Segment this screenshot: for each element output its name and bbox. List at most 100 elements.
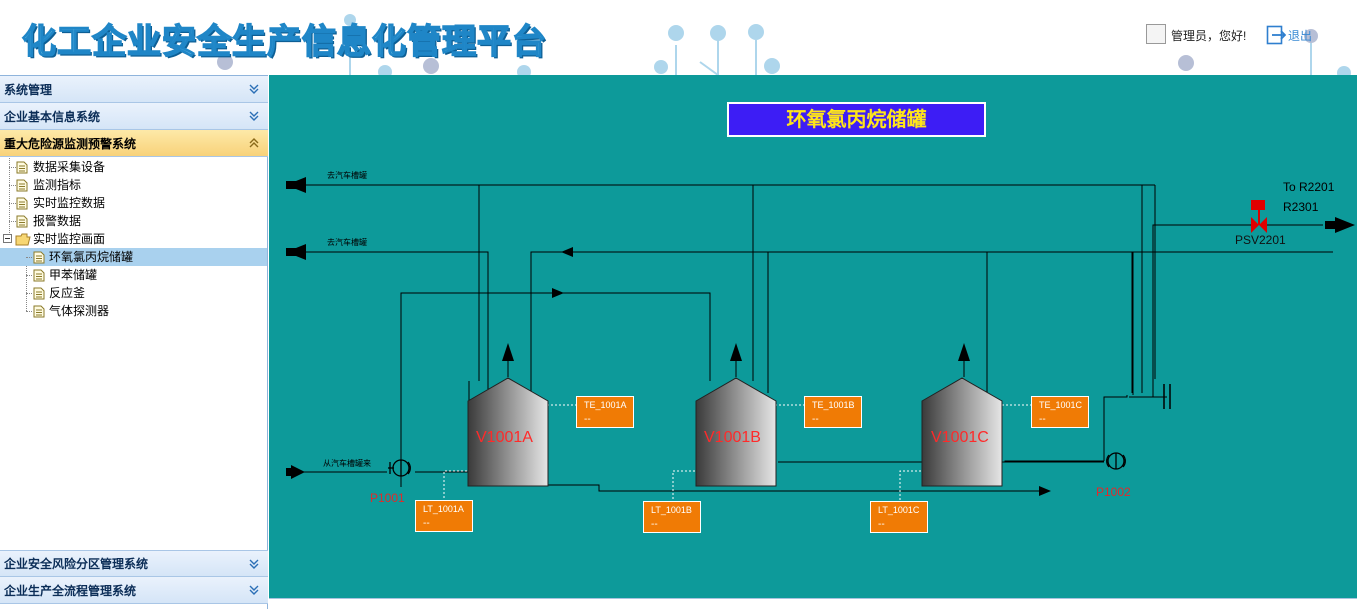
accordion-label: 企业基本信息系统 [4,109,101,124]
tree-item-label: 环氧氯丙烷储罐 [49,250,134,264]
pump-label-p1001: P1001 [370,491,405,505]
temperature-tag-b[interactable]: TE_1001B -- [804,396,862,428]
arrow-right [552,288,564,298]
tree-item-toluene-tank[interactable]: 甲苯储罐 [0,266,267,284]
orifice-flange [1163,384,1171,409]
tree-item-alarm-data[interactable]: 报警数据 [0,212,267,230]
pipe-label-to-tanker-2: 去汽车槽罐 [327,238,367,247]
accordion-production-process[interactable]: 企业生产全流程管理系统 [0,577,268,604]
chevron-down-icon [249,559,259,569]
tree-item-label: 反应釜 [49,286,86,300]
logout-label: 退出 [1288,28,1313,43]
tag-value: -- [1039,414,1046,425]
tag-value: -- [878,519,885,530]
accordion-label: 企业生产全流程管理系统 [4,583,137,598]
psv-valve [1251,200,1267,233]
page-icon [33,269,45,282]
header-decoration [217,14,1351,75]
tag-name: LT_1001C [878,505,920,515]
tree-item-label: 实时监控数据 [33,196,106,210]
accordion-enterprise-info[interactable]: 企业基本信息系统 [0,103,268,130]
user-greeting: 管理员，您好! [1171,29,1247,43]
page-icon [16,215,28,228]
instrument-lines [443,404,1031,502]
nav-tree: 数据采集设备 监测指标 实时监控数据 报警数据 实时监控画面 环氧氯丙烷储罐 [0,158,267,320]
tag-value: -- [423,518,430,529]
tag-name: LT_1001B [651,505,692,515]
page-icon [33,287,45,300]
pump-P1001 [388,459,411,477]
user-avatar[interactable] [1146,24,1166,44]
accordion-label: 系统管理 [4,82,53,97]
tree-item-label: 气体探测器 [49,304,110,318]
pipelines [299,184,1333,492]
page-icon [16,179,28,192]
tag-value: -- [651,519,658,530]
tag-name: TE_1001B [812,400,855,410]
header: 化工企业安全生产信息化管理平台 管理员，您好! 退出 [0,0,1357,75]
tree-item-label: 甲苯储罐 [49,268,98,282]
vessel-label-a: V1001A [476,429,533,446]
valve-label-psv2201: PSV2201 [1235,233,1286,247]
pipe-label-from-tanker: 从汽车槽罐来 [323,459,371,468]
tree-item-gas-detector[interactable]: 气体探测器 [0,302,267,320]
page-icon [16,197,28,210]
tree-item-label: 报警数据 [33,214,82,228]
tree-item-epichlorohydrin-tank[interactable]: 环氧氯丙烷储罐 [0,248,267,266]
tank-V1001C [921,377,1003,487]
flow-arrows [286,177,1355,496]
accordion-risk-zoning[interactable]: 企业安全风险分区管理系统 [0,550,268,577]
destination-label-1: To R2201 [1283,180,1335,194]
folder-open-icon [15,233,31,246]
pump-label-p1002: P1002 [1096,485,1131,499]
temperature-tag-a[interactable]: TE_1001A -- [576,396,634,428]
chevron-down-icon [249,84,259,94]
arrow-left [561,247,573,257]
process-diagram [286,177,1355,502]
canvas-footer [269,598,1357,609]
tag-name: TE_1001A [584,400,627,410]
accordion-hazard-monitoring[interactable]: 重大危险源监测预警系统 [0,130,268,157]
vessel-label-b: V1001B [704,429,761,446]
tank-V1001B [695,377,777,487]
tree-item-indicators[interactable]: 监测指标 [0,176,267,194]
page-icon [33,251,45,264]
tag-name: LT_1001A [423,504,464,514]
process-title-banner: 环氧氯丙烷储罐 [727,102,986,137]
tree-item-label: 监测指标 [33,178,82,192]
app-title: 化工企业安全生产信息化管理平台 [21,21,547,63]
logout-icon [1266,25,1286,45]
logout-button[interactable]: 退出 [1266,24,1312,46]
destination-label-2: R2301 [1283,200,1319,214]
level-tag-b[interactable]: LT_1001B -- [643,501,701,533]
tree-item-label: 实时监控画面 [33,232,106,246]
accordion-label: 企业安全风险分区管理系统 [4,557,149,571]
process-canvas: 环氧氯丙烷储罐 去汽车槽罐 去汽车槽罐 从汽车槽罐来 V1001A V1001B… [269,75,1357,598]
tree-item-reactor[interactable]: 反应釜 [0,284,267,302]
chevron-up-icon [249,138,259,148]
arrow-right [1039,486,1051,496]
accordion-system-management[interactable]: 系统管理 [0,76,268,103]
temperature-tag-c[interactable]: TE_1001C -- [1031,396,1089,428]
chevron-down-icon [249,585,259,595]
collapse-minus-icon[interactable] [3,234,12,243]
page-icon [16,161,28,174]
sidebar: 系统管理 企业基本信息系统 重大危险源监测预警系统 数据采集设备 监测指标 实时… [0,75,268,609]
level-tag-a[interactable]: LT_1001A -- [415,500,473,532]
page-icon [33,305,45,318]
tag-name: TE_1001C [1039,400,1083,410]
tank-V1001A [467,377,549,487]
tree-item-realtime-data[interactable]: 实时监控数据 [0,194,267,212]
tree-folder-realtime-screens[interactable]: 实时监控画面 [0,230,267,248]
pipe-label-to-tanker-1: 去汽车槽罐 [327,171,367,180]
pump-P1002 [1106,452,1126,470]
chevron-down-icon [249,111,259,121]
tree-item-data-devices[interactable]: 数据采集设备 [0,158,267,176]
vessel-label-c: V1001C [931,429,989,446]
tree-item-label: 数据采集设备 [33,160,106,174]
tag-value: -- [812,414,819,425]
tag-value: -- [584,414,591,425]
arrow-right [1335,217,1355,233]
accordion-label: 重大危险源监测预警系统 [4,136,137,151]
level-tag-c[interactable]: LT_1001C -- [870,501,928,533]
